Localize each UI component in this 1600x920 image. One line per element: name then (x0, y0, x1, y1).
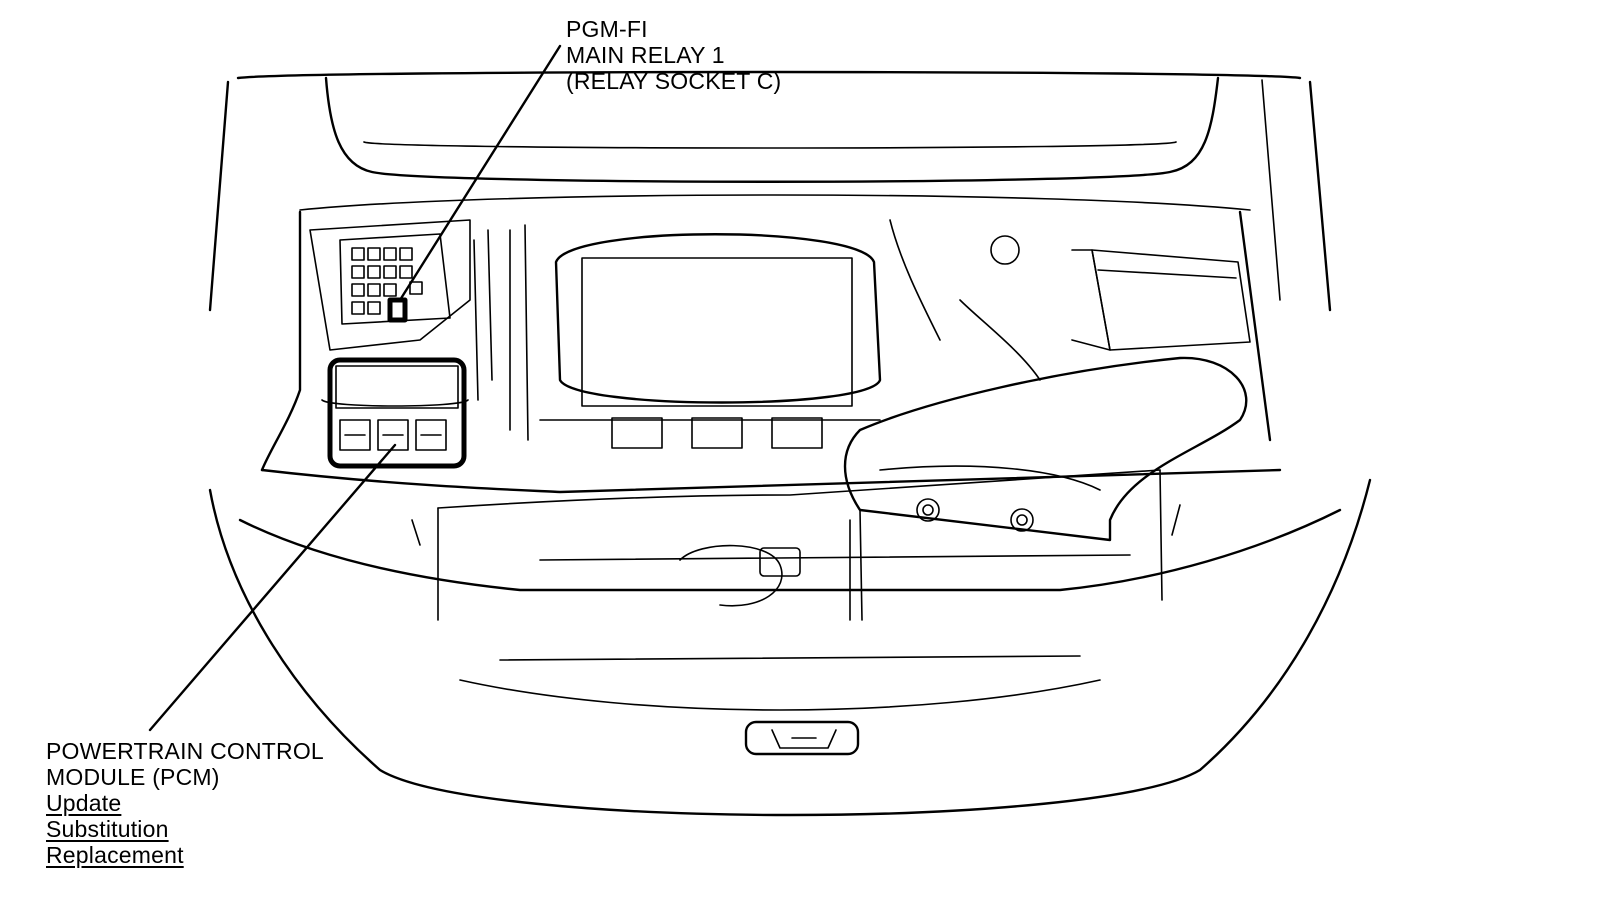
relay-socket-c (387, 297, 408, 323)
front-bumper (208, 478, 1372, 817)
pcm-label-line1: POWERTRAIN CONTROL (46, 738, 324, 764)
radiator-support (260, 468, 1282, 621)
update-link[interactable]: Update (46, 790, 122, 816)
fuse-relay-box (339, 233, 451, 325)
relay-label-line3: (RELAY SOCKET C) (566, 68, 782, 94)
relay-leader-line (398, 44, 562, 302)
pcm-leader-line (148, 443, 397, 732)
substitution-link[interactable]: Substitution (46, 816, 169, 842)
pcm-label-line2: MODULE (PCM) (46, 764, 220, 790)
engine-bay-outline (260, 210, 1272, 472)
replacement-link[interactable]: Replacement (46, 842, 184, 868)
relay-grid (351, 247, 423, 315)
relay-label-line2: MAIN RELAY 1 (566, 42, 725, 68)
pcm-callout: POWERTRAIN CONTROL MODULE (PCM) Update S… (46, 738, 324, 868)
hoses-and-lines (473, 219, 1041, 401)
honda-emblem (744, 720, 860, 756)
relay-label-line1: PGM-FI (566, 16, 648, 42)
relay-callout: PGM-FI MAIN RELAY 1 (RELAY SOCKET C) (566, 16, 781, 94)
pcm-unit (321, 357, 469, 469)
air-cleaner-box (1071, 249, 1251, 351)
air-intake-duct (843, 356, 1248, 542)
hood-outline (208, 70, 1332, 312)
engine-cover (509, 224, 882, 449)
